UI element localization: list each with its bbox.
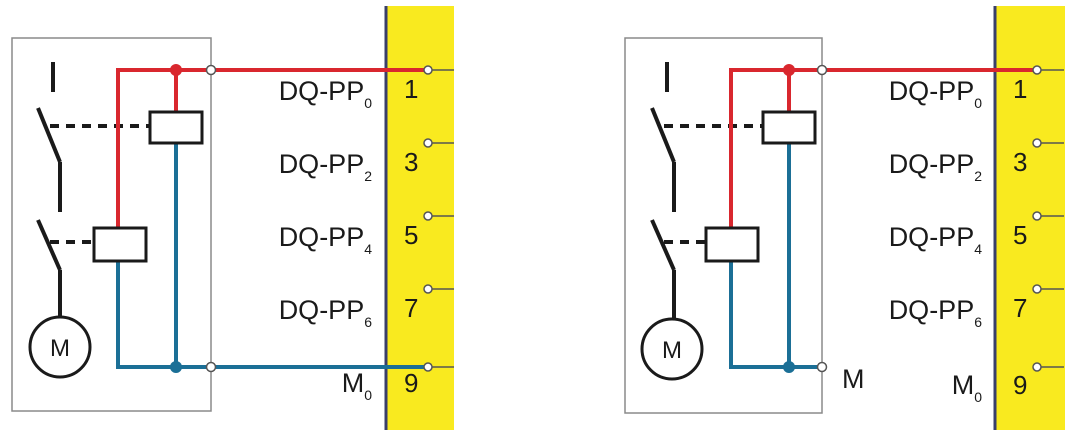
left-output-labels: DQ-PP0 DQ-PP2 DQ-PP4 DQ-PP6 M0: [279, 76, 373, 403]
left-pin-number: 1: [404, 74, 418, 104]
right-output-label: DQ-PP4: [889, 222, 983, 257]
right-external-ground-label: M: [842, 364, 865, 394]
left-motor-symbol: [28, 315, 92, 379]
right-terminal-strip: [995, 6, 1065, 430]
left-diagram: M DQ-PP0 DQ-PP2 DQ-PP4 DQ-PP6 M0 1 3 5 7: [11, 6, 454, 430]
right-relay-coil-bottom: [704, 226, 760, 263]
left-relay-coil-top: [148, 110, 204, 145]
left-box-terminal-bottom: [205, 361, 217, 373]
right-output-label: DQ-PP6: [889, 295, 983, 330]
left-output-label: DQ-PP4: [279, 222, 373, 257]
left-relay-coil-bottom: [92, 226, 148, 263]
left-terminal-stubs: [423, 65, 454, 372]
right-pin-numbers: 1 3 5 7 9: [1013, 74, 1027, 400]
left-terminal-strip: [386, 6, 454, 430]
left-pin-number: 3: [404, 147, 418, 177]
right-pin-number: 9: [1013, 370, 1027, 400]
left-pin-number: 7: [404, 293, 418, 323]
right-box-terminal-bottom: [816, 361, 828, 373]
left-ground-label: M0: [342, 368, 373, 403]
left-pin-number: 5: [404, 220, 418, 250]
left-motor-label: M: [50, 335, 70, 362]
left-return-wire: [116, 262, 428, 369]
right-ground-label: M0: [952, 370, 983, 405]
right-pin-number: 7: [1013, 293, 1027, 323]
right-diagram: M M DQ-PP0 DQ-PP2 DQ-PP4 DQ-PP6 M0 1 3 5: [624, 6, 1065, 430]
right-supply-junction: [783, 64, 795, 76]
left-switch-top-blade: [36, 107, 62, 163]
right-motor-label: M: [662, 337, 682, 364]
right-output-label: DQ-PP0: [889, 76, 983, 111]
right-output-label: DQ-PP2: [889, 149, 983, 184]
left-pin-number: 9: [404, 368, 418, 398]
left-box-terminal-top: [205, 64, 217, 76]
left-supply-junction: [170, 64, 182, 76]
left-output-label: DQ-PP0: [279, 76, 373, 111]
right-pin-number: 5: [1013, 220, 1027, 250]
left-pin-numbers: 1 3 5 7 9: [404, 74, 418, 398]
right-pin-number: 3: [1013, 147, 1027, 177]
right-switch-bottom-blade: [650, 219, 676, 271]
right-output-labels: DQ-PP0 DQ-PP2 DQ-PP4 DQ-PP6 M0: [889, 76, 983, 405]
right-switch-top-blade: [650, 107, 676, 163]
left-return-junction: [170, 361, 182, 373]
right-supply-wire: [729, 68, 1037, 227]
right-motor-symbol: [640, 317, 704, 381]
right-relay-coil-top: [761, 110, 817, 145]
right-terminal-stubs: [1032, 65, 1064, 372]
right-box-terminal-top: [816, 64, 828, 76]
left-output-label: DQ-PP6: [279, 295, 373, 330]
left-output-label: DQ-PP2: [279, 149, 373, 184]
right-return-junction: [783, 361, 795, 373]
left-switch-bottom-blade: [36, 219, 62, 271]
right-pin-number: 1: [1013, 74, 1027, 104]
left-supply-wire: [116, 68, 428, 227]
